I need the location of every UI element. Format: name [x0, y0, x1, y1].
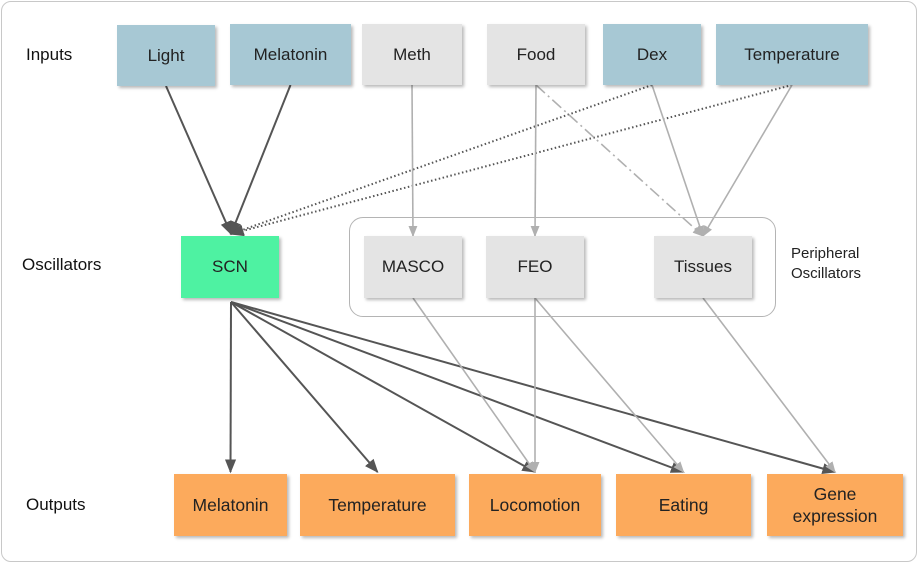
input-node-food: Food — [487, 24, 585, 85]
oscillator-node-tissues: Tissues — [654, 236, 752, 298]
edge-food-to-tissues — [535, 84, 704, 237]
edge-scn-to-temperature_out — [230, 301, 379, 474]
peripheral-oscillators-group — [349, 217, 776, 317]
input-node-melatonin: Melatonin — [230, 24, 351, 85]
edge-feo-to-eating — [534, 297, 685, 473]
group-label-line-1: Peripheral — [791, 245, 860, 262]
output-node-locomotion: Locomotion — [469, 474, 601, 536]
edge-scn-to-gene_expression — [230, 301, 837, 474]
row-label-inputs: Inputs — [26, 45, 73, 64]
peripheral-oscillators-label: Peripheral Oscillators — [791, 244, 861, 284]
edge-light-to-scn — [165, 85, 232, 236]
output-node-temperature: Temperature — [300, 474, 455, 536]
row-label-oscillators: Oscillators — [22, 255, 102, 274]
output-node-eating: Eating — [616, 474, 751, 536]
edge-masco-to-locomotion — [412, 297, 536, 473]
input-node-light: Light — [117, 25, 215, 86]
oscillator-node-feo: FEO — [486, 236, 584, 298]
edge-temperature_in-to-scn — [229, 84, 793, 237]
group-label-line-2: Oscillators — [791, 265, 862, 282]
edge-dex-to-tissues — [651, 84, 705, 238]
row-label-outputs: Outputs — [26, 495, 86, 514]
edge-dex-to-scn — [229, 84, 653, 236]
edge-melatonin_in-to-scn — [230, 84, 292, 236]
edge-temperature_in-to-tissues — [702, 84, 793, 237]
oscillator-node-scn: SCN — [181, 236, 279, 298]
edge-meth-to-masco — [408, 84, 418, 238]
output-node-melatonin: Melatonin — [174, 474, 287, 536]
input-node-temperature: Temperature — [716, 24, 868, 85]
input-node-meth: Meth — [362, 24, 462, 85]
edge-tissues-to-gene_expression — [702, 297, 836, 473]
input-node-dex: Dex — [603, 24, 701, 85]
edge-scn-to-eating — [230, 301, 685, 473]
edge-scn-to-locomotion — [230, 301, 537, 473]
oscillator-node-masco: MASCO — [364, 236, 462, 298]
edge-food-to-feo — [530, 84, 540, 238]
edge-scn-to-melatonin_out — [224, 301, 237, 474]
output-node-gene-expression: Gene expression — [767, 474, 903, 536]
